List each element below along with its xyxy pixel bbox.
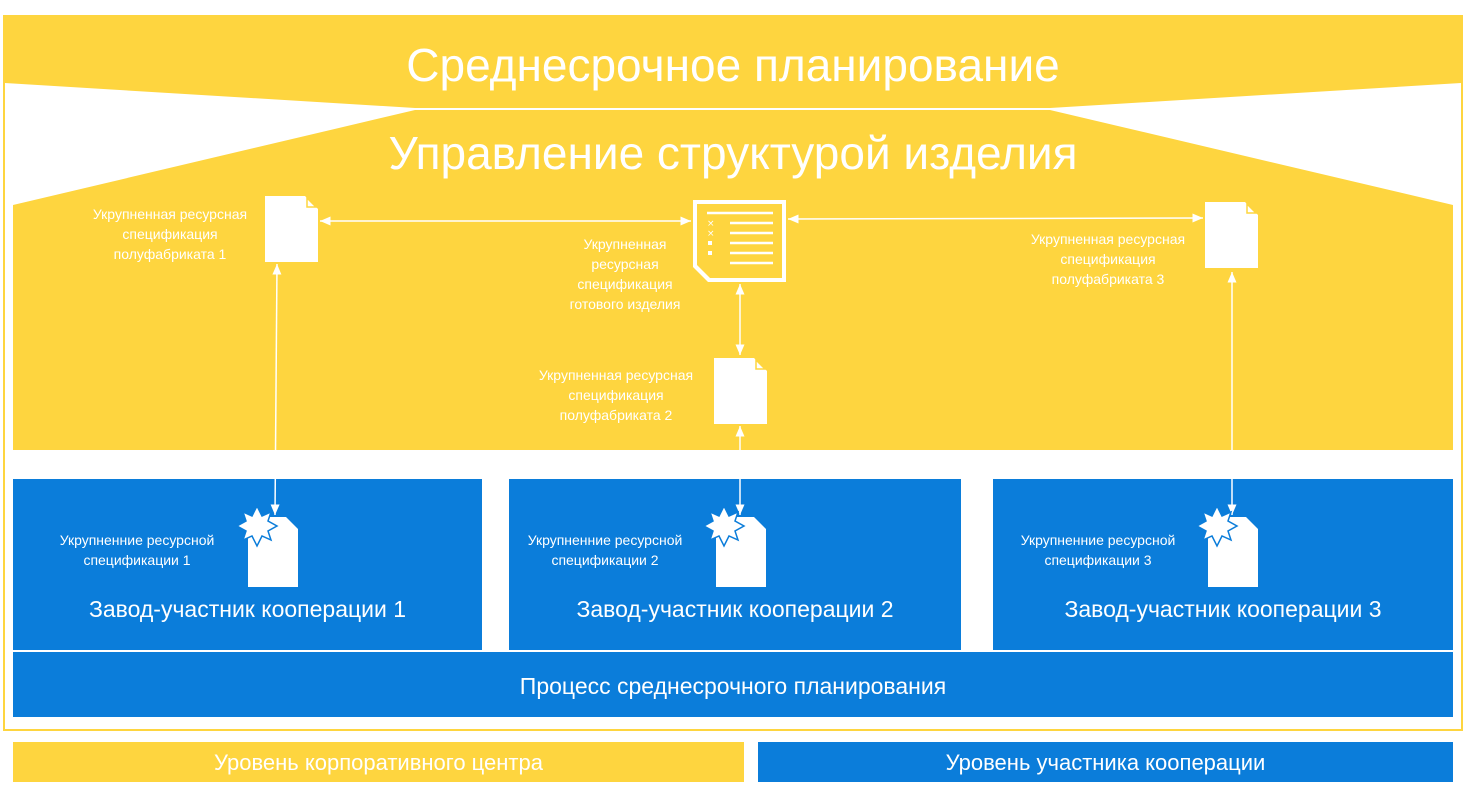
plant-box-1 [13, 479, 482, 650]
label-finished-spec: Укрупненная ресурсная спецификация готов… [569, 236, 681, 312]
starburst-icon [236, 505, 278, 547]
plant-1-label: Завод-участник кооперации 1 [88, 596, 407, 622]
legend-corporate-label: Уровень корпоративного центра [214, 750, 543, 775]
label-semi2-spec: Укрупненная ресурсная спецификация полуф… [538, 367, 694, 423]
legend-participant [758, 742, 1453, 782]
starburst-icon [703, 505, 745, 547]
plant-2-label: Завод-участник кооперации 2 [576, 596, 894, 622]
starburst-icon [1196, 505, 1238, 547]
svg-text:×: × [707, 219, 715, 229]
connectors [270, 213, 1237, 516]
label-semi1-spec: Укрупненная ресурсная спецификация полуф… [92, 206, 248, 262]
label-plant3-doc: Укрупненние ресурсной спецификации 3 [1020, 532, 1176, 568]
label-semi3-spec: Укрупненная ресурсная спецификация полуф… [1030, 231, 1186, 287]
plant-3-label: Завод-участник кооперации 3 [1064, 596, 1382, 622]
label-plant1-doc: Укрупненние ресурсной спецификации 1 [59, 532, 215, 568]
title-product-structure: Управление структурой изделия [388, 127, 1078, 179]
spec-list-icon: ×× [693, 200, 786, 282]
svg-text:×: × [707, 229, 715, 239]
process-bar [13, 652, 1453, 717]
legend-corporate [13, 742, 744, 782]
process-label: Процесс среднесрочного планирования [519, 673, 947, 699]
label-plant2-doc: Укрупненние ресурсной спецификации 2 [527, 532, 683, 568]
legend-participant-label: Уровень участника кооперации [945, 750, 1266, 775]
title-medium-term-planning: Среднесрочное планирование [406, 39, 1060, 91]
top-band [5, 17, 1461, 108]
